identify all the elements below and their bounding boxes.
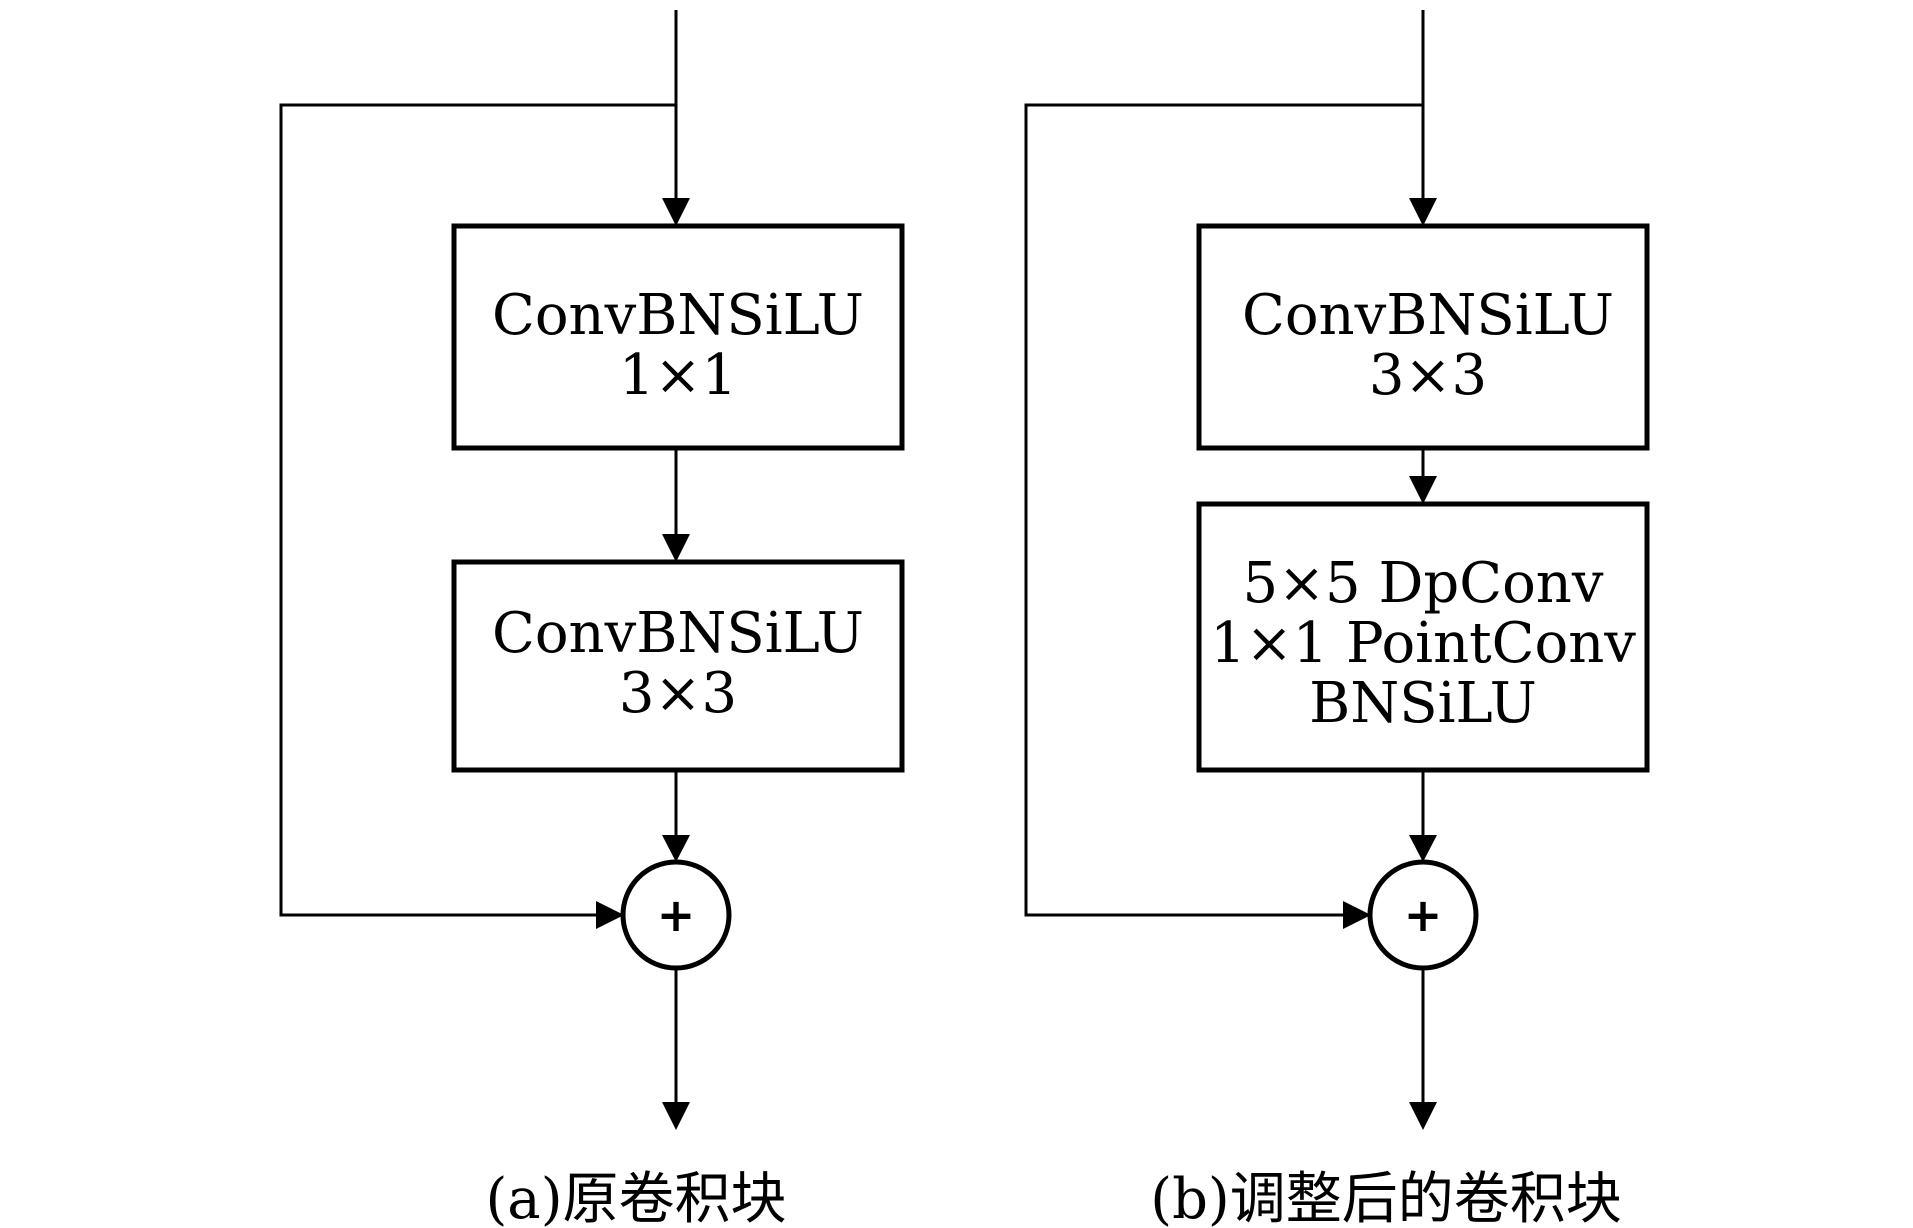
panel-a-block2-line1: ConvBNSiLU: [492, 601, 864, 666]
panel-a-add-symbol: +: [657, 888, 696, 942]
panel-b-arrowhead-block2: [1409, 476, 1437, 504]
panel-a-arrowhead-block1: [662, 198, 690, 226]
panel-b-block2-line3: BNSiLU: [1309, 671, 1537, 736]
panel-a-arrowhead-skip: [596, 901, 624, 929]
panel-b: ConvBNSiLU 3×3 5×5 DpConv 1×1 PointConv …: [1024, 10, 1650, 1228]
panel-a-skip-connection: [279, 103, 676, 917]
panel-a-block2-line2: 3×3: [619, 661, 737, 726]
panel-b-arrowhead-skip: [1343, 901, 1371, 929]
panel-b-block2-line1: 5×5 DpConv: [1243, 551, 1604, 616]
panel-a-arrowhead-add: [662, 835, 690, 862]
panel-a-block1-line1: ConvBNSiLU: [492, 283, 864, 348]
panel-b-block2-line2: 1×1 PointConv: [1210, 611, 1636, 676]
panel-b-arrowhead-block1: [1409, 198, 1437, 226]
panel-b-block1: [1196, 223, 1650, 451]
panel-b-caption: (b)调整后的卷积块: [1150, 1167, 1622, 1228]
panel-b-arrowhead-add: [1409, 835, 1437, 862]
panel-a-caption: (a)原卷积块: [485, 1167, 786, 1228]
panel-b-skip-connection: [1024, 103, 1423, 917]
panel-b-arrowhead-output: [1409, 1102, 1437, 1130]
panel-a-arrowhead-block2: [662, 534, 690, 562]
panel-a-block2: [451, 559, 905, 773]
panel-a: ConvBNSiLU 1×1 ConvBNSiLU 3×3 + (a)原卷积块: [279, 10, 905, 1228]
panel-b-block1-line1: ConvBNSiLU: [1242, 283, 1614, 348]
panel-a-block1: [451, 223, 905, 451]
panel-b-add-symbol: +: [1404, 888, 1443, 942]
panel-b-block1-line2: 3×3: [1369, 343, 1487, 408]
panel-a-arrowhead-output: [662, 1102, 690, 1130]
panel-a-block1-line2: 1×1: [619, 343, 737, 408]
